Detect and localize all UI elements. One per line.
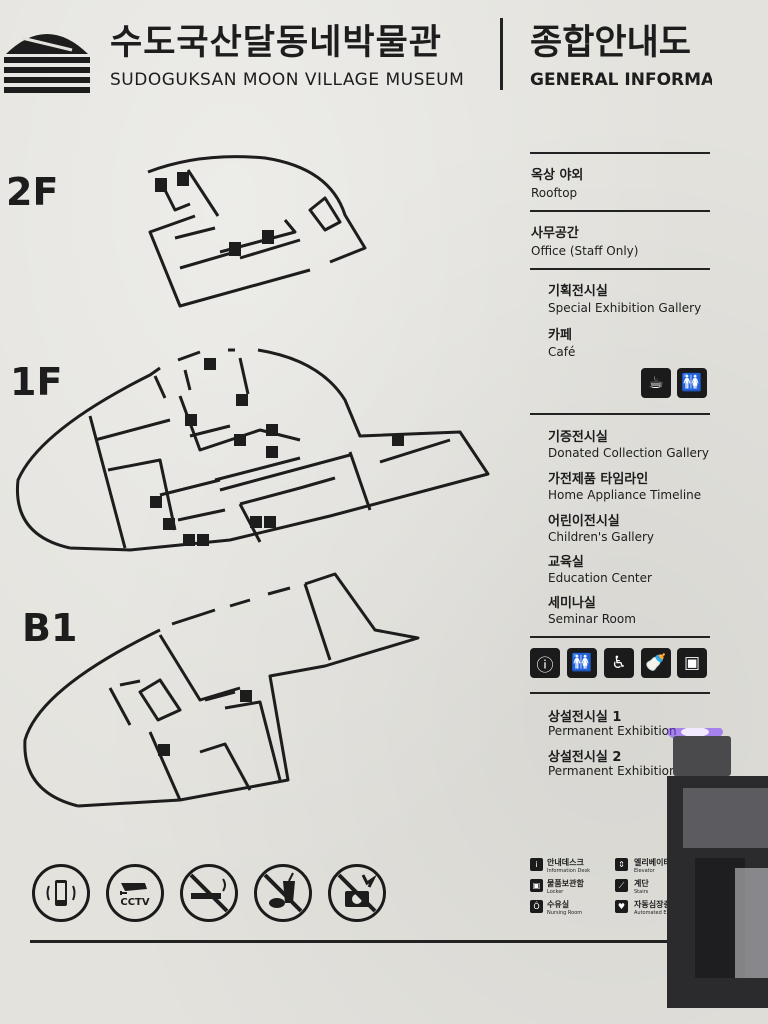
dir-seminar-en: Seminar Room xyxy=(548,612,636,626)
nursing-bottle-icon: 🍼 xyxy=(641,648,671,678)
legend-stairs-en: Stairs xyxy=(634,889,649,895)
cctv-label: CCTV xyxy=(120,896,150,908)
info-icon: ⓘ xyxy=(530,648,560,678)
directory-rule xyxy=(530,210,710,212)
floor-plans xyxy=(15,155,490,808)
dir-cafe-ko: 카페 xyxy=(548,328,572,343)
silent-phone-icon xyxy=(32,864,90,922)
general-info-title-en: GENERAL INFORMATIC xyxy=(530,70,712,90)
directory-rule xyxy=(530,413,710,415)
museum-logo-icon xyxy=(4,34,90,93)
locker-icon: ▣ xyxy=(530,879,543,892)
general-info-title-ko: 종합안내도 xyxy=(530,23,692,63)
dir-children-en: Children's Gallery xyxy=(548,530,655,544)
locker-box-icon: ▣ xyxy=(677,648,707,678)
dir-permanent2-en: Permanent Exhibition xyxy=(548,764,677,778)
restroom-icon: 🚻 xyxy=(567,648,597,678)
info-icon: i xyxy=(530,858,543,871)
nursing-icon: Ô xyxy=(530,900,543,913)
dir-office-ko: 사무공간 xyxy=(531,226,579,241)
dir-office-en: Office (Staff Only) xyxy=(531,244,639,258)
floor-label-b1: B1 xyxy=(22,606,78,650)
wheelchair-icon: ♿ xyxy=(604,648,634,678)
no-flash-photo-icon xyxy=(328,864,386,922)
legend-locker-ko: 물품보관함 xyxy=(547,879,584,888)
directory-rule xyxy=(530,636,710,638)
dir-permanent1-ko: 상설전시실 1 xyxy=(548,710,622,725)
elevator-icon: ⇕ xyxy=(615,858,628,871)
floor-plan-b1 xyxy=(23,572,420,808)
dir-rooftop-en: Rooftop xyxy=(531,186,578,200)
no-smoking-icon xyxy=(180,864,238,922)
legend-locker-en: Locker xyxy=(547,889,564,895)
directory-rule xyxy=(530,268,710,270)
title-divider xyxy=(500,18,503,90)
floor-plan-2f xyxy=(147,155,367,308)
bottom-rule xyxy=(30,940,695,943)
dir-rooftop-ko: 옥상 야외 xyxy=(531,168,584,183)
legend-nursing-en: Nursing Room xyxy=(547,910,583,916)
floor-plan-1f xyxy=(15,348,490,552)
legend-aed-ko: 자동심장충격기 xyxy=(634,900,686,909)
legend-elevator-en: Elevator xyxy=(634,868,655,874)
no-food-drink-icon xyxy=(254,864,312,922)
directory-rule-top xyxy=(530,152,710,154)
dir-donated-ko: 기증전시실 xyxy=(548,430,608,445)
legend-nursing-ko: 수유실 xyxy=(547,900,570,909)
dir-seminar-ko: 세미나실 xyxy=(548,596,596,611)
legend-aed-en: Automated External De xyxy=(634,910,693,916)
legend-info-en: Information Desk xyxy=(547,868,590,874)
wall-device-icon xyxy=(667,728,768,1008)
dir-education-ko: 교육실 xyxy=(548,555,584,570)
directory-rule xyxy=(530,692,710,694)
dir-children-ko: 어린이전시실 xyxy=(548,514,620,529)
dir-education-en: Education Center xyxy=(548,571,652,585)
stairs-icon: ⟋ xyxy=(615,879,628,892)
dir-special-en: Special Exhibition Gallery xyxy=(548,301,702,315)
legend-stairs-ko: 계단 xyxy=(634,879,649,888)
restroom-icon: 🚻 xyxy=(677,368,707,398)
legend-info-ko: 안내데스크 xyxy=(547,858,584,867)
dir-donated-en: Donated Collection Gallery xyxy=(548,446,709,460)
cafe-cup-icon: ☕ xyxy=(641,368,671,398)
dir-cafe-en: Café xyxy=(548,345,576,359)
cctv-icon: CCTV xyxy=(106,864,164,922)
museum-title-ko: 수도국산달동네박물관 xyxy=(110,23,443,63)
dir-permanent1-en: Permanent Exhibition xyxy=(548,724,677,738)
dir-appliance-en: Home Appliance Timeline xyxy=(548,488,702,502)
dir-appliance-ko: 가전제품 타임라인 xyxy=(548,472,649,487)
dir-special-ko: 기획전시실 xyxy=(548,284,608,299)
floor-label-1f: 1F xyxy=(10,360,63,404)
legend-elevator-ko: 엘리베이터 xyxy=(634,858,671,867)
aed-icon: ♥ xyxy=(615,900,628,913)
floor-label-2f: 2F xyxy=(6,170,59,214)
dir-permanent2-ko: 상설전시실 2 xyxy=(548,750,622,765)
museum-title-en: SUDOGUKSAN MOON VILLAGE MUSEUM xyxy=(110,70,465,90)
